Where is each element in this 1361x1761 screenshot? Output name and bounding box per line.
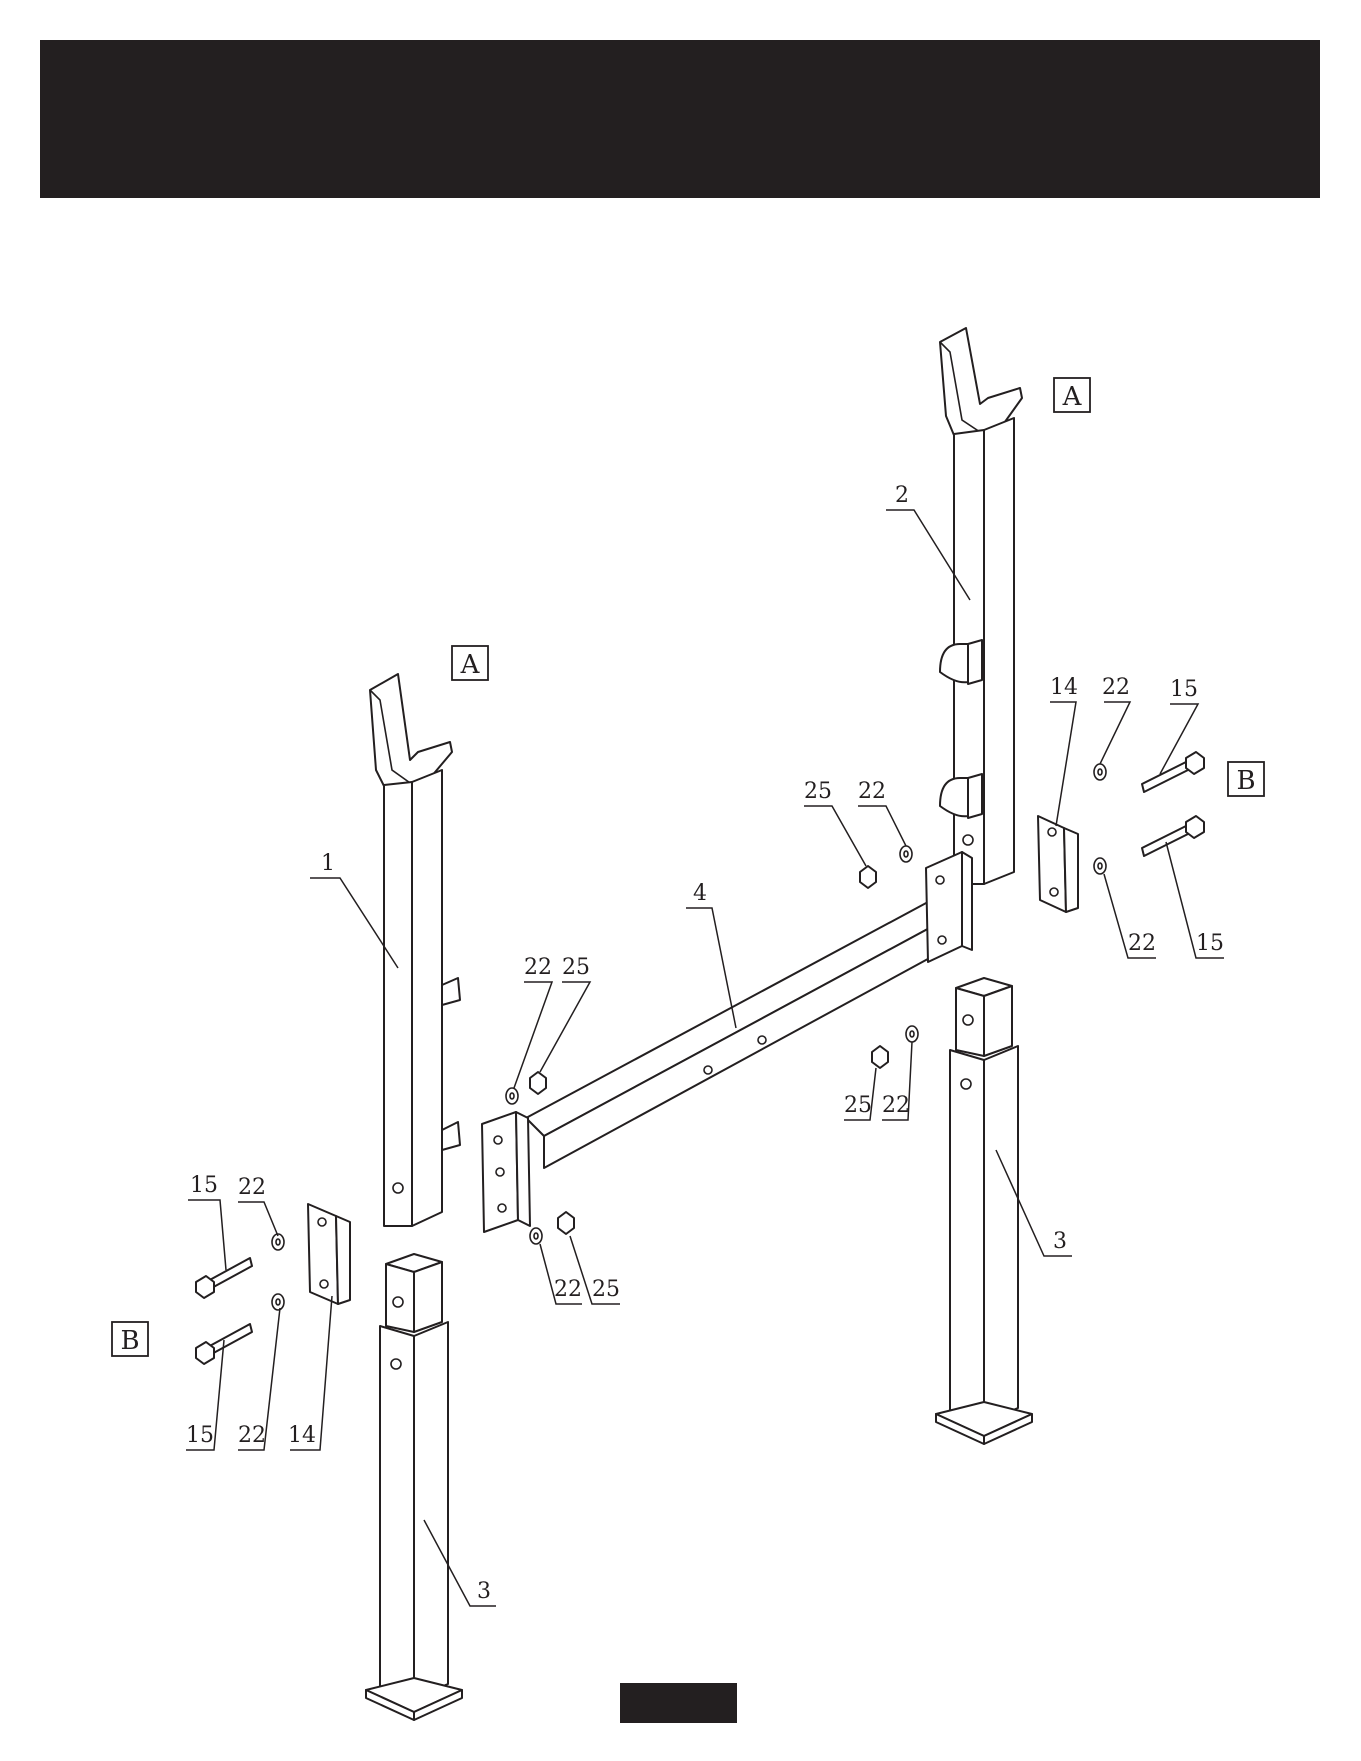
bracket-left (308, 1204, 350, 1304)
label-part-22-beam-left-top: 22 (514, 955, 552, 1088)
svg-text:25: 25 (844, 1093, 872, 1118)
svg-text:4: 4 (693, 881, 707, 906)
svg-text:3: 3 (477, 1579, 491, 1604)
svg-text:1: 1 (321, 851, 335, 876)
svg-text:22: 22 (1128, 931, 1156, 956)
svg-text:2: 2 (895, 483, 909, 508)
cross-beam (482, 852, 972, 1232)
label-part-22-left-top: 22 (238, 1175, 278, 1236)
svg-text:B: B (1236, 766, 1255, 796)
svg-text:15: 15 (186, 1423, 214, 1448)
svg-text:25: 25 (804, 779, 832, 804)
svg-text:15: 15 (1170, 677, 1198, 702)
svg-text:15: 15 (190, 1173, 218, 1198)
svg-text:22: 22 (554, 1277, 582, 1302)
label-part-15-left-top: 15 (188, 1173, 226, 1270)
label-part-25-beam-right-bottom: 25 (844, 1068, 876, 1120)
callout-b-left: B (112, 1322, 148, 1356)
label-part-14-right: 14 (1050, 675, 1078, 826)
svg-text:22: 22 (1102, 675, 1130, 700)
page-number-tab (620, 1683, 737, 1723)
svg-text:22: 22 (524, 955, 552, 980)
svg-text:22: 22 (858, 779, 886, 804)
svg-text:15: 15 (1196, 931, 1224, 956)
bracket-right (1038, 816, 1078, 912)
label-part-15-right-bottom: 15 (1166, 842, 1224, 958)
label-part-22-beam-right-top: 22 (858, 779, 906, 846)
svg-text:22: 22 (238, 1423, 266, 1448)
label-part-25-beam-right-top: 25 (804, 779, 866, 866)
left-upright (370, 674, 460, 1226)
svg-text:A: A (1062, 382, 1083, 412)
svg-text:22: 22 (882, 1093, 910, 1118)
callout-a-right: A (1054, 378, 1090, 412)
svg-text:14: 14 (288, 1423, 316, 1448)
svg-text:14: 14 (1050, 675, 1078, 700)
right-leg (936, 978, 1032, 1444)
label-part-14-left: 14 (288, 1296, 332, 1450)
svg-text:B: B (120, 1326, 139, 1356)
right-upright (940, 328, 1022, 884)
svg-text:22: 22 (238, 1175, 266, 1200)
label-part-22-right-top: 22 (1100, 675, 1130, 764)
label-part-22-right-bottom: 22 (1104, 874, 1156, 958)
callout-a-left: A (452, 646, 488, 680)
svg-text:3: 3 (1053, 1229, 1067, 1254)
callout-b-right: B (1228, 762, 1264, 796)
left-leg (366, 1254, 462, 1720)
svg-text:A: A (460, 650, 481, 680)
label-part-4: 4 (686, 881, 736, 1028)
svg-text:25: 25 (562, 955, 590, 980)
svg-text:25: 25 (592, 1277, 620, 1302)
